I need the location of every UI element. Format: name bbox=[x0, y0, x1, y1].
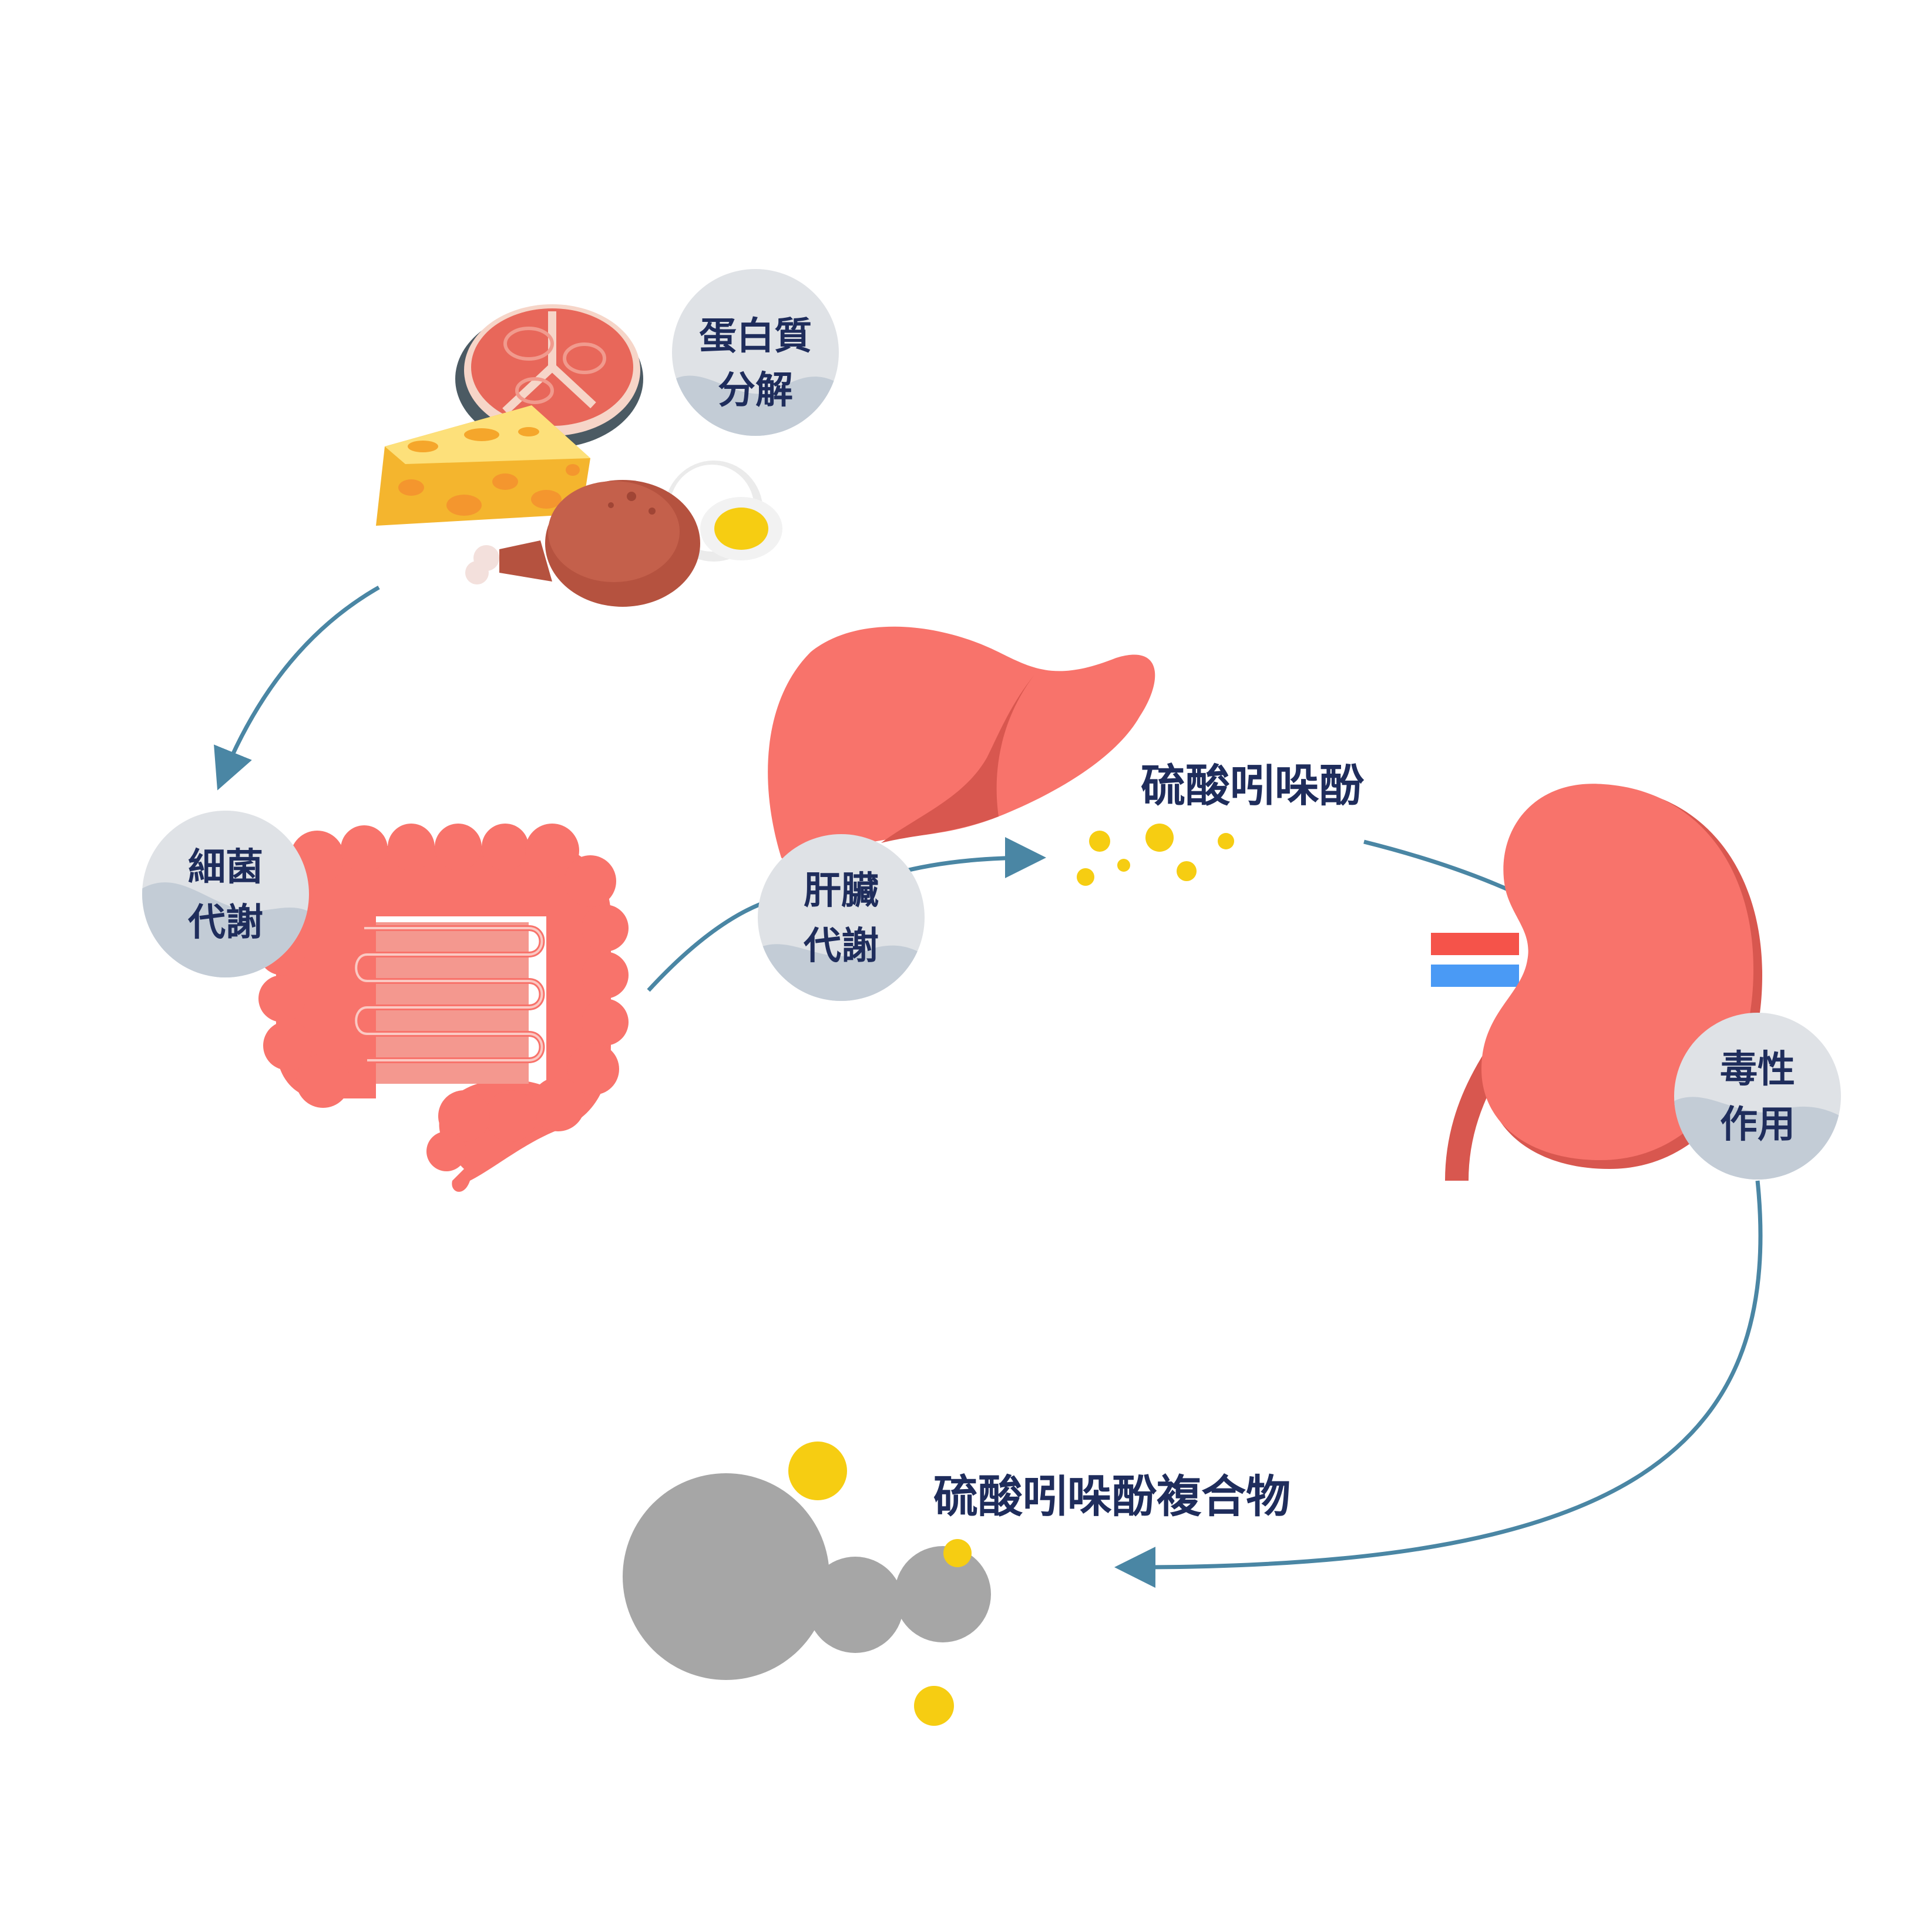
complex-label: 硫酸吲哚酚複合物 bbox=[933, 1470, 1291, 1523]
arrow-indoxyl-to-kidney bbox=[1363, 839, 1517, 895]
chicken-leg-icon bbox=[465, 480, 700, 607]
badge-bacteria-line1: 細菌 bbox=[188, 846, 263, 889]
indoxyl-sulfate-label: 硫酸吲哚酚 bbox=[1141, 760, 1365, 812]
artery-icon bbox=[1431, 933, 1519, 955]
protein-food-icon bbox=[376, 304, 782, 607]
liver-icon bbox=[768, 626, 1155, 868]
badge-liver-metabolism: 肝臟 代謝 bbox=[758, 834, 925, 1001]
arrow-liver-to-indoxyl bbox=[892, 837, 1046, 879]
badge-liver-line2: 代謝 bbox=[803, 925, 879, 968]
cheese-icon bbox=[376, 405, 590, 526]
badge-protein-breakdown: 蛋白質 分解 bbox=[672, 269, 839, 436]
badge-toxic-line2: 作用 bbox=[1720, 1103, 1795, 1147]
badge-protein-line2: 分解 bbox=[718, 369, 793, 412]
badge-liver-line1: 肝臟 bbox=[804, 869, 879, 913]
badge-toxic-effect: 毒性 作用 bbox=[1674, 1013, 1841, 1180]
arrow-intestine-to-liver bbox=[647, 896, 777, 992]
intestine-icon bbox=[258, 824, 629, 1192]
badge-toxic-line1: 毒性 bbox=[1720, 1048, 1795, 1091]
arrow-kidney-to-complex bbox=[1114, 1180, 1763, 1588]
badge-bacteria-metabolism: 細菌 代謝 bbox=[142, 811, 309, 977]
badge-bacteria-line2: 代謝 bbox=[187, 901, 263, 945]
vein-icon bbox=[1431, 965, 1519, 987]
badge-protein-line1: 蛋白質 bbox=[699, 315, 812, 358]
indoxyl-sulfate-molecules-icon bbox=[1077, 824, 1234, 886]
arrow-food-to-intestine bbox=[214, 585, 380, 791]
protein-bound-complex-icon bbox=[623, 1442, 991, 1726]
